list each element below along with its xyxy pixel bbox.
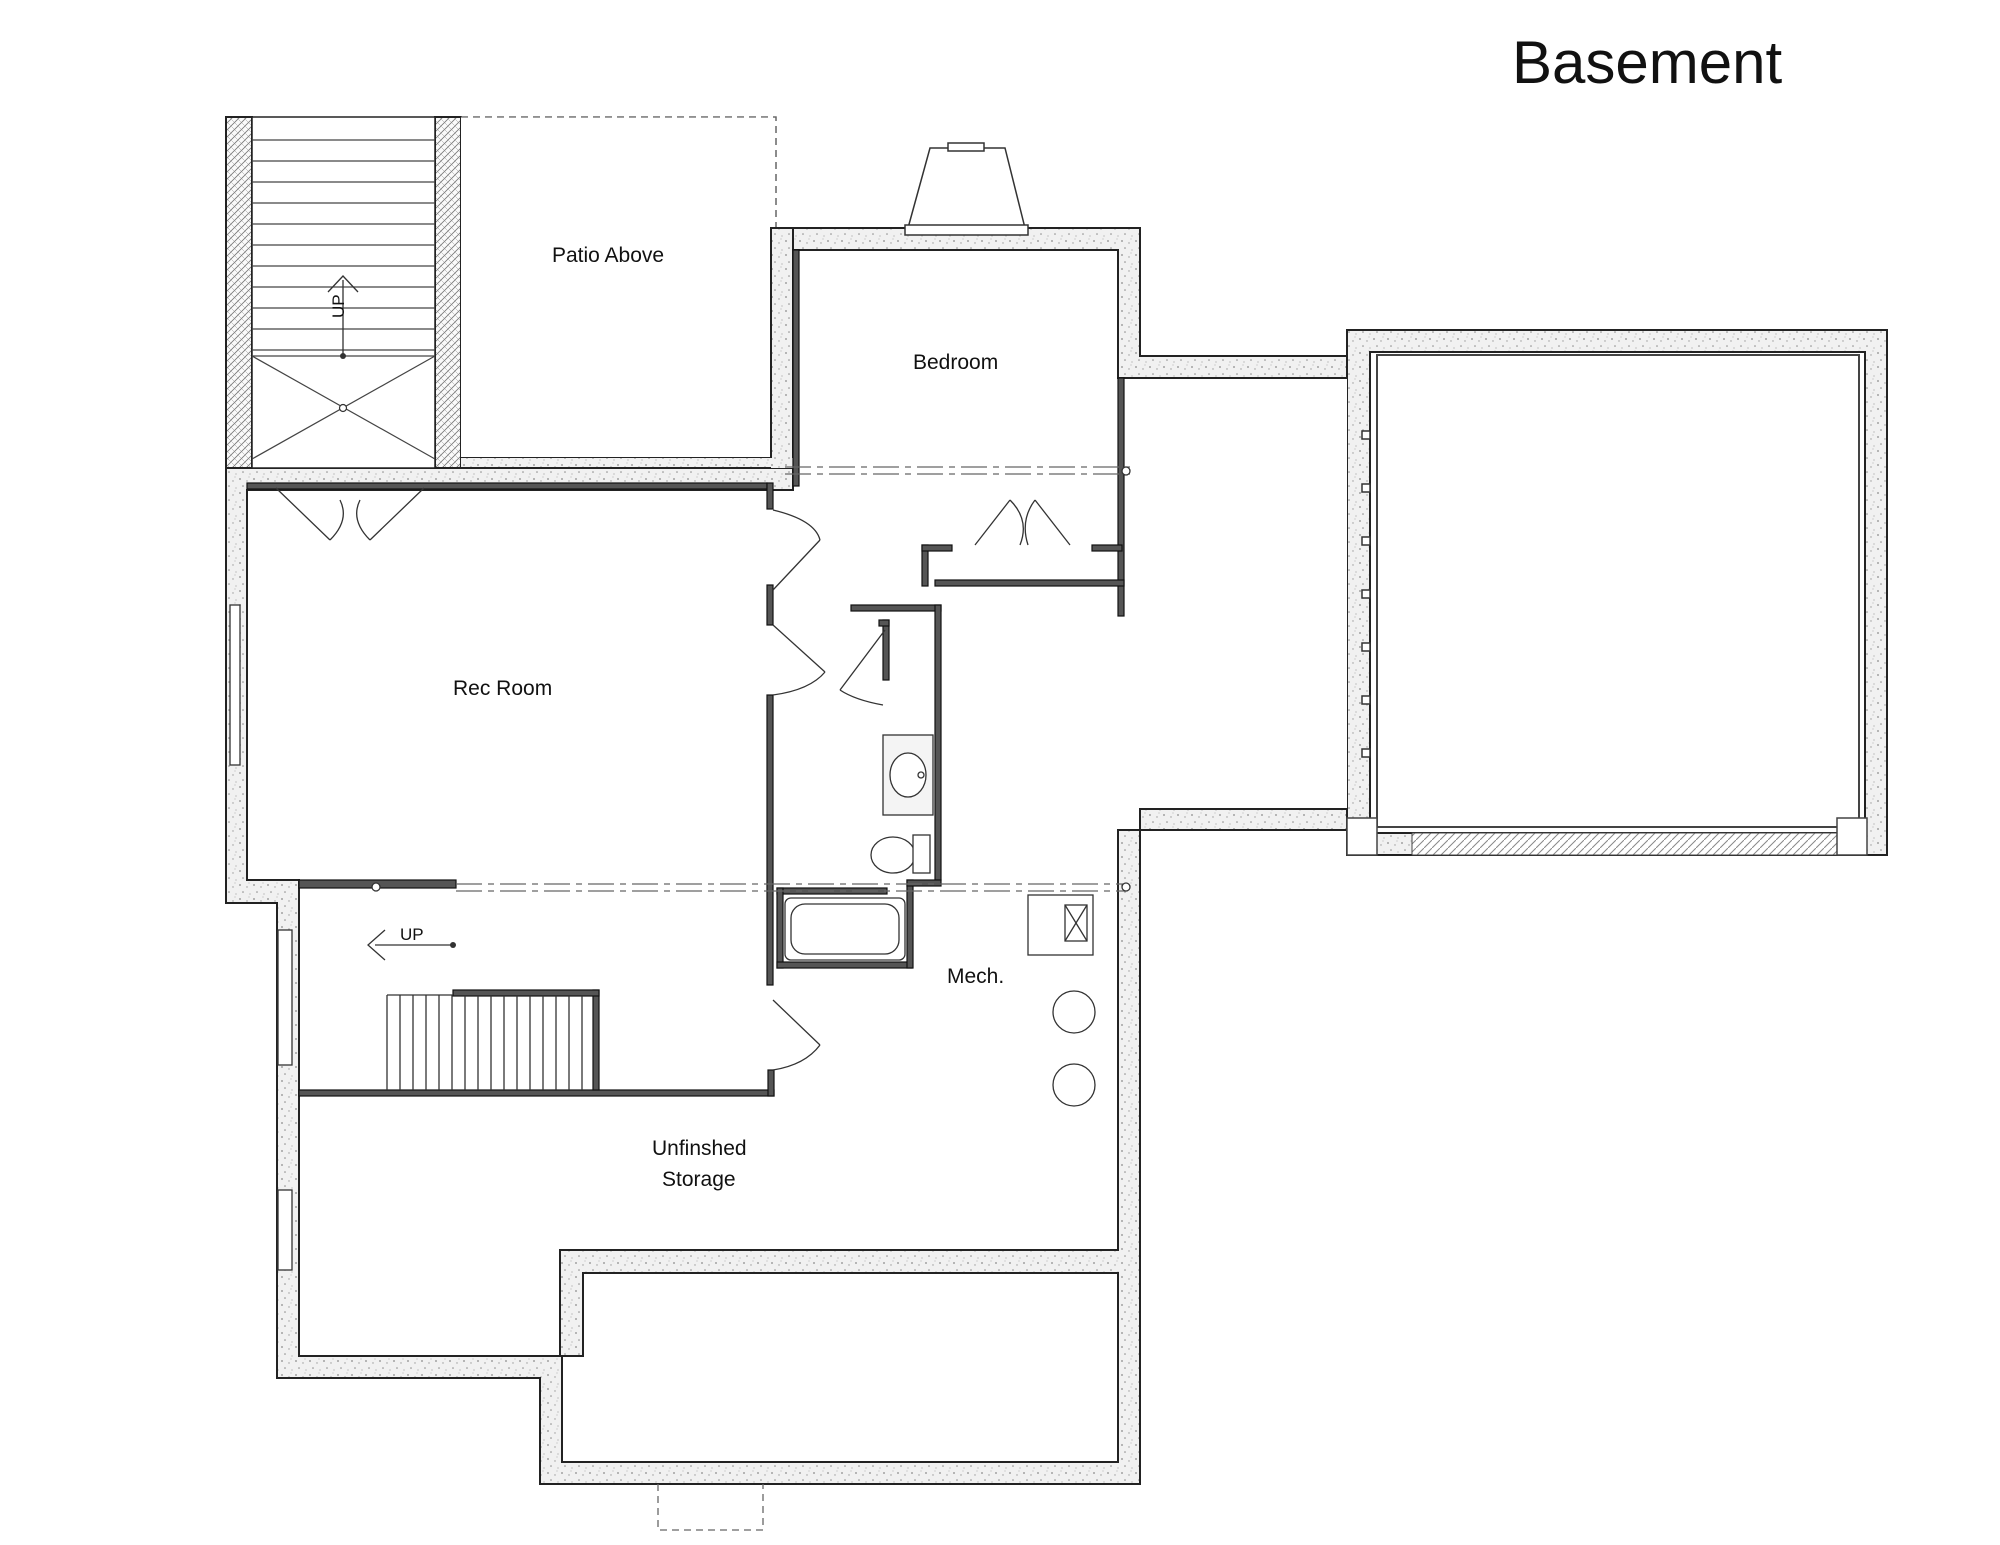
rec-room-label: Rec Room xyxy=(453,677,552,700)
patio-label: Patio Above xyxy=(552,244,664,267)
future-window-well xyxy=(657,1484,764,1531)
beam-lines xyxy=(456,466,1130,892)
storage-label-line1: Unfinshed xyxy=(652,1137,747,1160)
windows xyxy=(229,604,293,1271)
interior-stairs xyxy=(367,929,583,1090)
foundation-walls xyxy=(225,227,1888,1485)
doors xyxy=(275,487,1071,1071)
bath-fixtures xyxy=(784,734,934,961)
mechanical-equipment xyxy=(1027,894,1096,1107)
upper-stair-up-label: UP xyxy=(329,294,348,318)
plan-title: Basement xyxy=(1512,29,1783,96)
exterior-stairwell: UP xyxy=(225,116,777,469)
mech-label: Mech. xyxy=(947,965,1004,988)
bedroom-label: Bedroom xyxy=(913,351,998,374)
lower-stair-up-label: UP xyxy=(400,925,424,944)
storage-label-line2: Storage xyxy=(662,1168,736,1191)
window-well xyxy=(904,142,1029,236)
